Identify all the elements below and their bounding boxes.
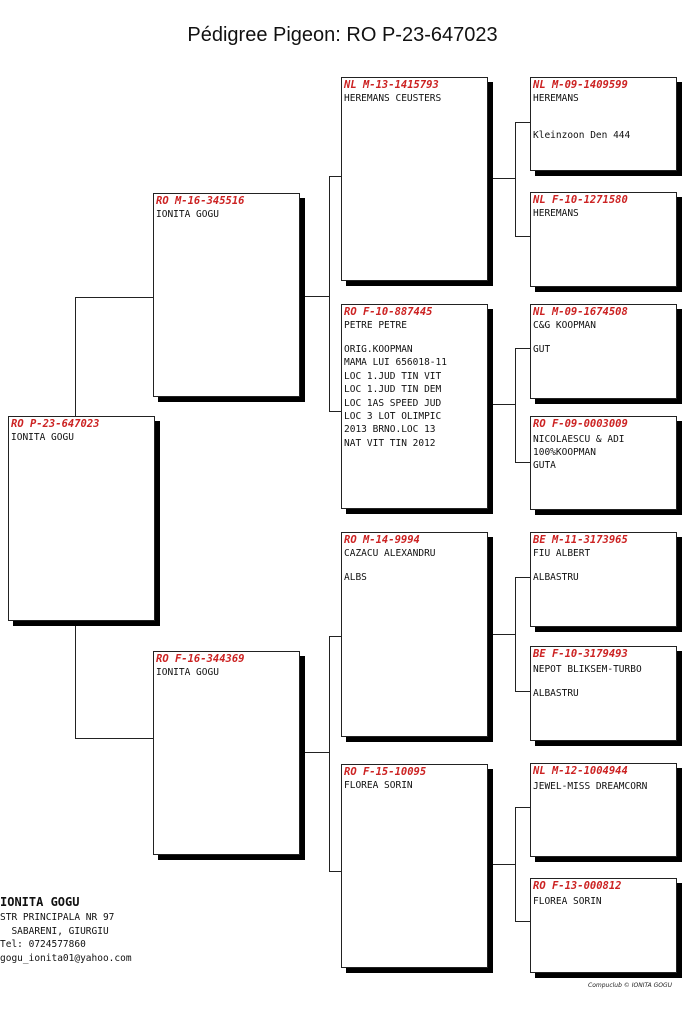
connector-line — [515, 122, 530, 123]
connector-line — [329, 871, 342, 872]
breeder-name: JEWEL-MISS DREAMCORN — [533, 781, 648, 792]
breeder-name: PETRE PETRE — [344, 320, 407, 331]
ring-number: RO F-09-0003009 — [533, 418, 628, 430]
ring-number: NL M-13-1415793 — [344, 79, 439, 91]
owner-email: gogu_ionita01@yahoo.com — [0, 952, 132, 964]
connector-line — [329, 176, 342, 177]
ring-number: NL M-12-1004944 — [533, 765, 628, 777]
pigeon-card-subject[interactable]: RO P-23-647023 IONITA GOGU — [8, 416, 155, 621]
pigeon-notes: ORIG.KOOPMAN MAMA LUI 656018-11 LOC 1.JU… — [344, 344, 447, 449]
owner-address-line-2: SABARENI, GIURGIU — [0, 925, 109, 937]
pigeon-notes: Kleinzoon Den 444 — [533, 130, 631, 141]
ring-number: BE F-10-3179493 — [533, 648, 628, 660]
pigeon-card-gg-6[interactable]: BE F-10-3179493 NEPOT BLIKSEM-TURBO ALBA… — [530, 646, 677, 741]
pigeon-card-gg-8[interactable]: RO F-13-000812 FLOREA SORIN — [530, 878, 677, 973]
pigeon-card-gg-3[interactable]: NL M-09-1674508 C&G KOOPMAN GUT — [530, 304, 677, 399]
copyright-credit: Compuclub © IONITA GOGU — [588, 982, 672, 989]
connector-line — [515, 122, 516, 237]
breeder-name: HEREMANS — [533, 208, 579, 219]
pigeon-card-gg-1[interactable]: NL M-09-1409599 HEREMANS Kleinzoon Den 4… — [530, 77, 677, 171]
pigeon-notes: 100%KOOPMAN GUTA — [533, 447, 596, 472]
ring-number: RO M-16-345516 — [156, 195, 245, 207]
owner-address-line-1: STR PRINCIPALA NR 97 — [0, 912, 115, 923]
breeder-name: HEREMANS CEUSTERS — [344, 93, 442, 104]
connector-line — [329, 411, 342, 412]
connector-line — [515, 921, 530, 922]
connector-line — [515, 462, 530, 463]
ring-number: RO F-15-10095 — [344, 766, 427, 778]
breeder-name: C&G KOOPMAN — [533, 320, 596, 331]
pigeon-notes: ALBASTRU — [533, 572, 579, 583]
pigeon-card-gg-4[interactable]: RO F-09-0003009 NICOLAESCU & ADI 100%KOO… — [530, 416, 677, 510]
ring-number: RO F-13-000812 — [533, 880, 622, 892]
connector-line — [488, 634, 516, 635]
connector-line — [329, 176, 330, 412]
pigeon-card-gg-7[interactable]: NL M-12-1004944 JEWEL-MISS DREAMCORN — [530, 763, 677, 857]
breeder-name: IONITA GOGU — [156, 209, 219, 220]
connector-line — [515, 348, 530, 349]
pigeon-card-dam[interactable]: RO F-16-344369 IONITA GOGU — [153, 651, 300, 855]
connector-line — [515, 807, 516, 922]
breeder-name: CAZACU ALEXANDRU — [344, 548, 436, 559]
connector-line — [329, 636, 342, 637]
pigeon-card-sire-dam[interactable]: RO F-10-887445 PETRE PETRE ORIG.KOOPMAN … — [341, 304, 488, 509]
ring-number: BE M-11-3173965 — [533, 534, 628, 546]
breeder-name: IONITA GOGU — [156, 667, 219, 678]
ring-number: RO F-10-887445 — [344, 306, 433, 318]
breeder-name: IONITA GOGU — [11, 432, 74, 443]
pigeon-card-sire[interactable]: RO M-16-345516 IONITA GOGU — [153, 193, 300, 397]
connector-line — [515, 577, 516, 692]
connector-line — [515, 348, 516, 463]
connector-line — [329, 636, 330, 872]
breeder-name: FIU ALBERT — [533, 548, 591, 559]
pigeon-notes: GUT — [533, 344, 551, 355]
connector-line — [75, 738, 154, 739]
pigeon-card-dam-dam[interactable]: RO F-15-10095 FLOREA SORIN — [341, 764, 488, 968]
ring-number: RO M-14-9994 — [344, 534, 420, 546]
owner-phone: Tel: 0724577860 — [0, 939, 86, 950]
ring-number: RO P-23-647023 — [11, 418, 100, 430]
pigeon-notes: ALBS — [344, 572, 367, 583]
owner-name: IONITA GOGU — [0, 895, 80, 909]
connector-line — [488, 864, 516, 865]
ring-number: NL F-10-1271580 — [533, 194, 628, 206]
page-title: Pédigree Pigeon: RO P-23-647023 — [187, 24, 498, 46]
connector-line — [300, 752, 330, 753]
ring-number: NL M-09-1674508 — [533, 306, 628, 318]
pigeon-card-gg-2[interactable]: NL F-10-1271580 HEREMANS — [530, 192, 677, 287]
pigeon-card-gg-5[interactable]: BE M-11-3173965 FIU ALBERT ALBASTRU — [530, 532, 677, 627]
ring-number: RO F-16-344369 — [156, 653, 245, 665]
ring-number: NL M-09-1409599 — [533, 79, 628, 91]
breeder-name: NEPOT BLIKSEM-TURBO — [533, 664, 642, 675]
connector-line — [75, 620, 76, 738]
breeder-name: FLOREA SORIN — [533, 896, 602, 907]
connector-line — [75, 297, 154, 298]
breeder-name: NICOLAESCU & ADI — [533, 434, 625, 445]
connector-line — [515, 577, 530, 578]
connector-line — [300, 296, 330, 297]
pigeon-card-sire-sire[interactable]: NL M-13-1415793 HEREMANS CEUSTERS — [341, 77, 488, 281]
owner-info: IONITA GOGU STR PRINCIPALA NR 97 SABAREN… — [0, 893, 132, 965]
connector-line — [515, 236, 530, 237]
connector-line — [488, 178, 516, 179]
connector-line — [75, 297, 76, 416]
pigeon-card-dam-sire[interactable]: RO M-14-9994 CAZACU ALEXANDRU ALBS — [341, 532, 488, 737]
breeder-name: FLOREA SORIN — [344, 780, 413, 791]
breeder-name: HEREMANS — [533, 93, 579, 104]
connector-line — [515, 691, 530, 692]
connector-line — [515, 807, 530, 808]
connector-line — [488, 404, 516, 405]
pigeon-notes: ALBASTRU — [533, 688, 579, 699]
